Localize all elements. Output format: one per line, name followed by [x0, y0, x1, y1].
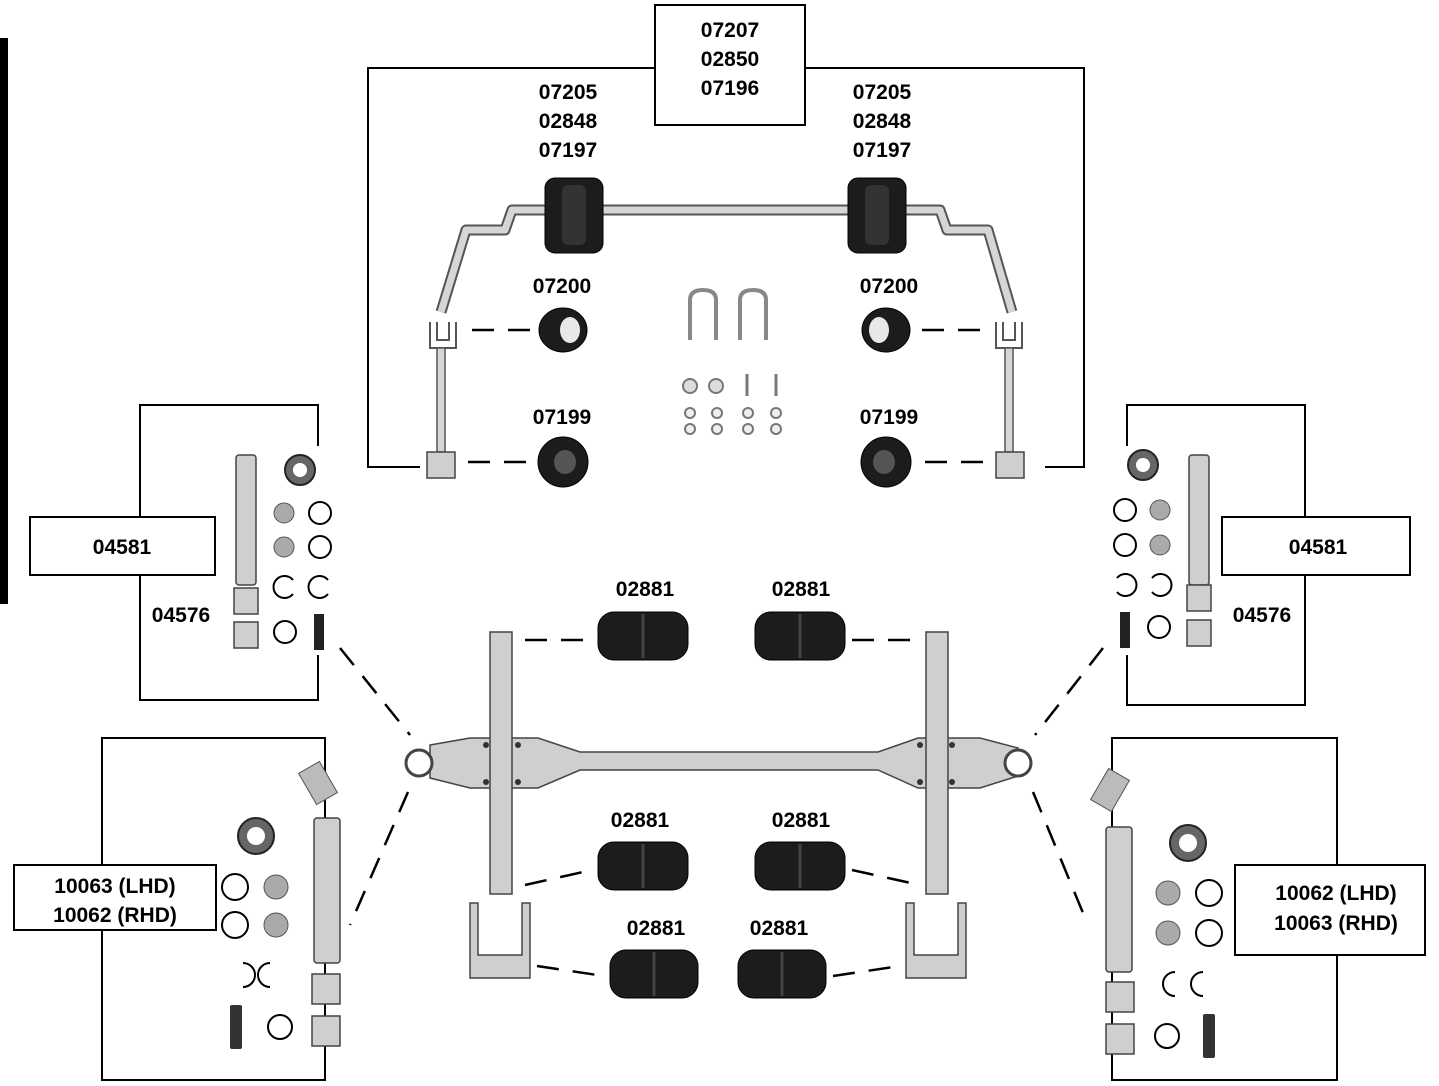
- u-bolt-hardware: [683, 290, 781, 434]
- leader-axle-mid-left: [525, 870, 592, 885]
- kit-left-parts: [222, 761, 340, 1049]
- top-part-number-2: 02850: [701, 48, 759, 71]
- top-group-frame-left: [368, 68, 655, 467]
- stabilizer-bush-left-number-2: 02848: [539, 110, 598, 133]
- axle-bush-mid-right-number: 02881: [772, 809, 831, 832]
- axle-bush-top-left: [598, 612, 688, 660]
- kit-left-number-1: 10063 (LHD): [54, 875, 175, 898]
- link-bush-upper-right-number: 07200: [860, 275, 918, 298]
- stabilizer-bush-right: [848, 178, 906, 253]
- link-bush-upper-left-number: 07200: [533, 275, 591, 298]
- shackle-right: [906, 903, 966, 978]
- kit-right-number-1: 10062 (LHD): [1275, 882, 1396, 905]
- kingpin-left-bush-number: 04576: [152, 604, 210, 627]
- stabilizer-bush-left-number-3: 07197: [539, 139, 597, 162]
- link-bush-lower-right: [861, 437, 911, 487]
- axle-bush-top-right: [755, 612, 845, 660]
- kit-right-box: [1235, 865, 1425, 955]
- kit-right-number-2: 10063 (RHD): [1274, 912, 1398, 935]
- kingpin-left-frame-bottom: [140, 575, 318, 700]
- link-bush-upper-left: [539, 308, 587, 352]
- leader-kingpin-left: [340, 648, 410, 735]
- axle-bush-bottom-right: [738, 950, 826, 998]
- axle-bush-top-left-number: 02881: [616, 578, 675, 601]
- stabilizer-bush-right-number-3: 07197: [853, 139, 911, 162]
- stabilizer-bush-right-number-1: 07205: [853, 81, 912, 104]
- leader-axle-bottom-right: [833, 966, 900, 976]
- leader-axle-bottom-left: [537, 966, 604, 976]
- stabilizer-bush-left: [545, 178, 603, 253]
- leader-kit-left: [350, 792, 408, 925]
- leader-kingpin-right: [1035, 648, 1103, 735]
- axle-bush-mid-left: [598, 842, 688, 890]
- axle-bush-bottom-left-number: 02881: [627, 917, 686, 940]
- drop-link-right: [996, 322, 1024, 478]
- stabilizer-bush-left-number-1: 07205: [539, 81, 598, 104]
- kit-left-number-2: 10062 (RHD): [53, 904, 177, 927]
- drop-link-left: [427, 322, 456, 478]
- link-bush-upper-right: [862, 308, 910, 352]
- kingpin-right-bush-number: 04576: [1233, 604, 1291, 627]
- axle-bush-bottom-left: [610, 950, 698, 998]
- kingpin-right-parts: [1114, 450, 1211, 648]
- kingpin-left-box-number: 04581: [93, 536, 152, 559]
- axle-bush-mid-right: [755, 842, 845, 890]
- stabilizer-bush-right-number-2: 02848: [853, 110, 912, 133]
- leader-kit-right: [1033, 792, 1088, 925]
- shackle-left: [470, 903, 530, 978]
- top-part-number-3: 07196: [701, 77, 759, 100]
- stabilizer-bar: [441, 210, 1012, 312]
- axle-bush-bottom-right-number: 02881: [750, 917, 809, 940]
- axle-bush-top-right-number: 02881: [772, 578, 831, 601]
- link-bush-lower-left: [538, 437, 588, 487]
- top-part-number-1: 07207: [701, 19, 759, 42]
- kit-right-parts: [1091, 768, 1222, 1058]
- link-bush-lower-left-number: 07199: [533, 406, 591, 429]
- link-bush-lower-right-number: 07199: [860, 406, 918, 429]
- axle-beam: [406, 632, 1031, 894]
- page-edge-tab: [0, 38, 8, 604]
- kingpin-left-parts: [234, 455, 331, 650]
- leader-axle-mid-right: [852, 870, 920, 885]
- top-group-frame-right: [805, 68, 1084, 467]
- axle-bush-mid-left-number: 02881: [611, 809, 670, 832]
- kingpin-right-box-number: 04581: [1289, 536, 1348, 559]
